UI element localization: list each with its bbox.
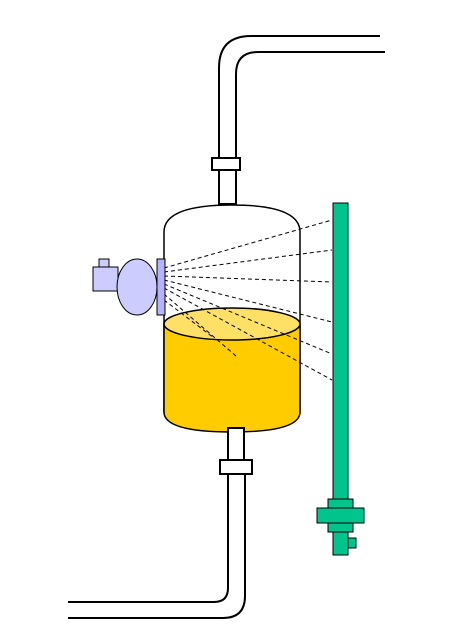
beam-line bbox=[163, 293, 237, 357]
beam-line bbox=[163, 219, 333, 269]
detector-rod bbox=[332, 202, 349, 500]
source-box bbox=[92, 266, 119, 292]
detector-connector bbox=[347, 537, 357, 549]
detector-bar bbox=[316, 202, 365, 556]
beam-line bbox=[163, 279, 333, 323]
beam-line bbox=[163, 275, 333, 283]
beam-line bbox=[163, 249, 333, 273]
beam-line bbox=[163, 283, 333, 355]
detector-flange-bottom bbox=[327, 522, 354, 533]
beam-line bbox=[163, 299, 215, 339]
source-body bbox=[116, 258, 158, 316]
beam-line bbox=[163, 287, 333, 381]
source-plate bbox=[156, 258, 166, 316]
outlet-pipe bbox=[68, 474, 246, 619]
detector-stem bbox=[332, 531, 349, 556]
detector-flange-top bbox=[327, 498, 354, 509]
radiation-beams bbox=[163, 219, 333, 381]
inlet-flange bbox=[211, 157, 241, 205]
outlet-flange bbox=[219, 427, 253, 475]
inlet-pipe bbox=[218, 35, 385, 160]
detector-flange-mid bbox=[316, 507, 365, 524]
radiation-source bbox=[92, 258, 166, 316]
liquid-surface bbox=[163, 307, 301, 341]
tank-liquid bbox=[163, 307, 301, 433]
